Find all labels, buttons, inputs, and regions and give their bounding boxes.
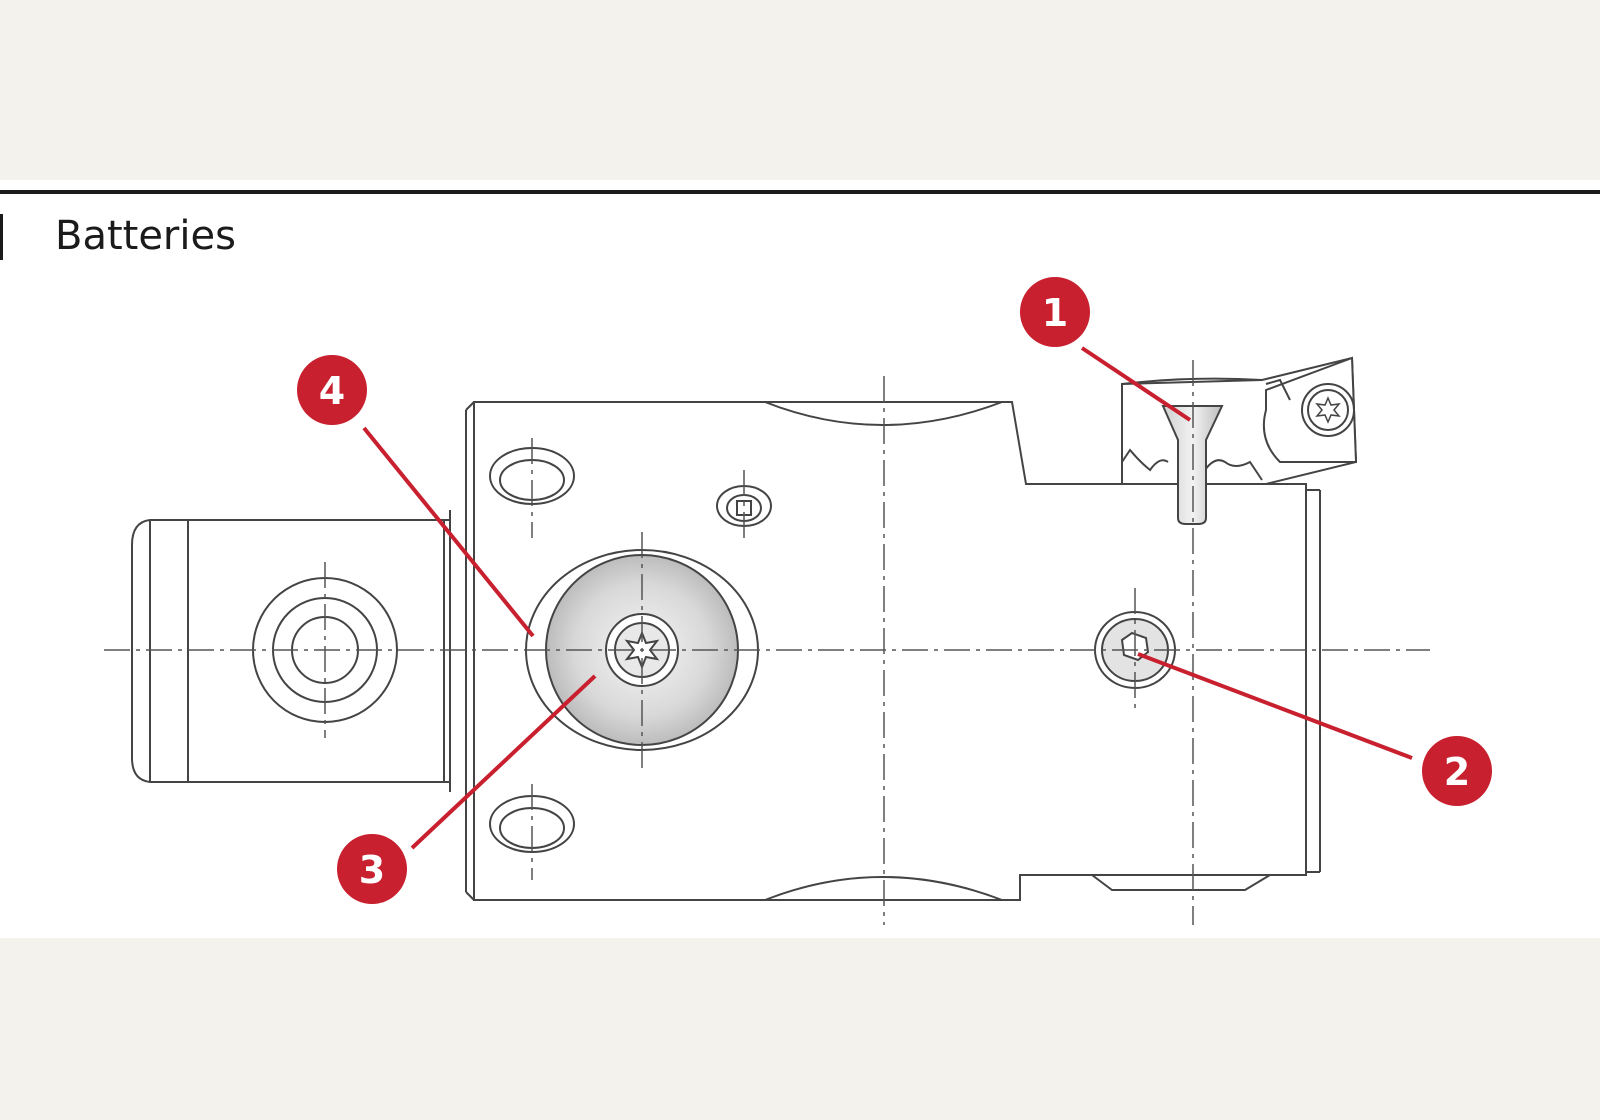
callout-4-badge (297, 355, 367, 425)
callout-4: 4 (297, 355, 535, 638)
leader-line-4 (362, 426, 535, 638)
holder-body (465, 401, 1321, 901)
leader-line-2 (1137, 652, 1413, 760)
callout-3: 3 (337, 674, 597, 904)
insert-seat (1121, 356, 1358, 485)
callout-1-label: 1 (1042, 291, 1068, 335)
center-lines (104, 360, 1430, 925)
shank (131, 510, 451, 792)
section-title: Batteries (55, 213, 236, 259)
callout-1-badge (1020, 277, 1090, 347)
callout-2-badge (1422, 736, 1492, 806)
leader-line-1 (1080, 346, 1192, 422)
callout-2-label: 2 (1444, 750, 1470, 794)
section-title-marker (0, 214, 3, 260)
callout-1: 1 (1020, 277, 1192, 422)
callout-3-badge (337, 834, 407, 904)
leader-line-3 (410, 674, 597, 850)
callout-3-label: 3 (359, 848, 385, 892)
section-rule (0, 190, 1600, 194)
callout-4-label: 4 (319, 369, 345, 413)
callout-2: 2 (1137, 652, 1492, 806)
